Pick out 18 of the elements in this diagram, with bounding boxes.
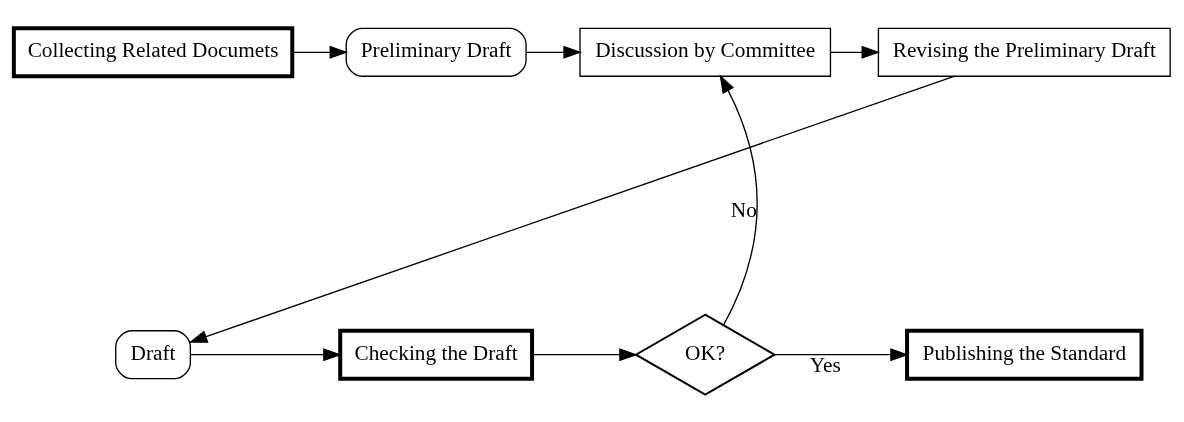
- node-box: Draft: [115, 329, 192, 379]
- node-box: Checking the Draft: [338, 328, 535, 381]
- arrow: [531, 347, 638, 361]
- node-box: Publishing the Standard: [905, 328, 1144, 381]
- node-diamond: OK?: [633, 313, 777, 396]
- arrow: [774, 347, 909, 361]
- node-box: Preliminary Draft: [345, 27, 527, 77]
- edge-label: Yes: [809, 352, 841, 377]
- edge-label: No: [730, 197, 757, 222]
- arrow: [291, 45, 349, 59]
- node-box: Discussion by Committee: [579, 27, 832, 77]
- node-box: Collecting Related Documets: [11, 25, 295, 78]
- arrow: [188, 75, 955, 343]
- node-box: Revising the Preliminary Draft: [877, 27, 1171, 77]
- arrow: [525, 45, 582, 59]
- arrow: [189, 347, 342, 361]
- arrow: [830, 45, 881, 59]
- arrow: [719, 74, 758, 326]
